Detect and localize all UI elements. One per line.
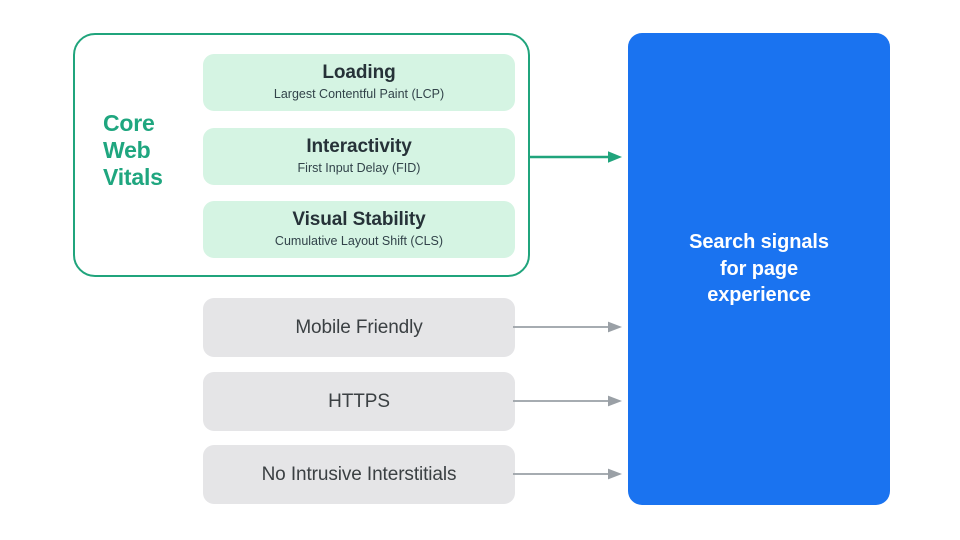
core-web-vitals-arrow-icon xyxy=(528,151,622,163)
core-web-vitals-label-line-1: Core xyxy=(103,110,155,136)
signal-card-mobile-friendly[interactable]: Mobile Friendly xyxy=(203,298,515,357)
metric-card-interactivity[interactable]: Interactivity First Input Delay (FID) xyxy=(203,128,515,185)
outcome-text-line-2: for page xyxy=(719,257,799,280)
outcome-text-line-1: Search signals xyxy=(689,231,829,254)
https-arrow-icon xyxy=(513,395,622,407)
metric-subtitle: First Input Delay (FID) xyxy=(297,160,421,175)
mobile-friendly-arrow-icon xyxy=(513,321,622,333)
core-web-vitals-label-line-3: Vitals xyxy=(103,163,163,190)
signal-card-https[interactable]: HTTPS xyxy=(203,372,515,431)
metric-subtitle: Cumulative Layout Shift (CLS) xyxy=(274,233,444,248)
outcome-text-line-3: experience xyxy=(707,284,811,307)
outcome-text: Search signals for page experience xyxy=(628,229,890,308)
metric-subtitle: Largest Contentful Paint (LCP) xyxy=(273,86,445,101)
signal-label: No Intrusive Interstitials xyxy=(261,463,457,485)
metric-title: Visual Stability xyxy=(292,208,426,230)
metric-title: Interactivity xyxy=(306,135,412,157)
signal-card-no-intrusive-interstitials[interactable]: No Intrusive Interstitials xyxy=(203,445,515,504)
signal-label: HTTPS xyxy=(328,390,390,412)
outcome-box-search-signals[interactable]: Search signals for page experience xyxy=(628,33,890,505)
core-web-vitals-group xyxy=(73,33,530,277)
core-web-vitals-label-line-2: Web xyxy=(103,136,151,163)
metric-card-loading[interactable]: Loading Largest Contentful Paint (LCP) xyxy=(203,54,515,111)
metric-title: Loading xyxy=(322,61,396,83)
no-intrusive-interstitials-arrow-icon xyxy=(513,468,622,480)
signal-label: Mobile Friendly xyxy=(295,316,423,338)
core-web-vitals-label: Core Web Vitals xyxy=(103,110,193,191)
metric-card-visual-stability[interactable]: Visual Stability Cumulative Layout Shift… xyxy=(203,201,515,258)
